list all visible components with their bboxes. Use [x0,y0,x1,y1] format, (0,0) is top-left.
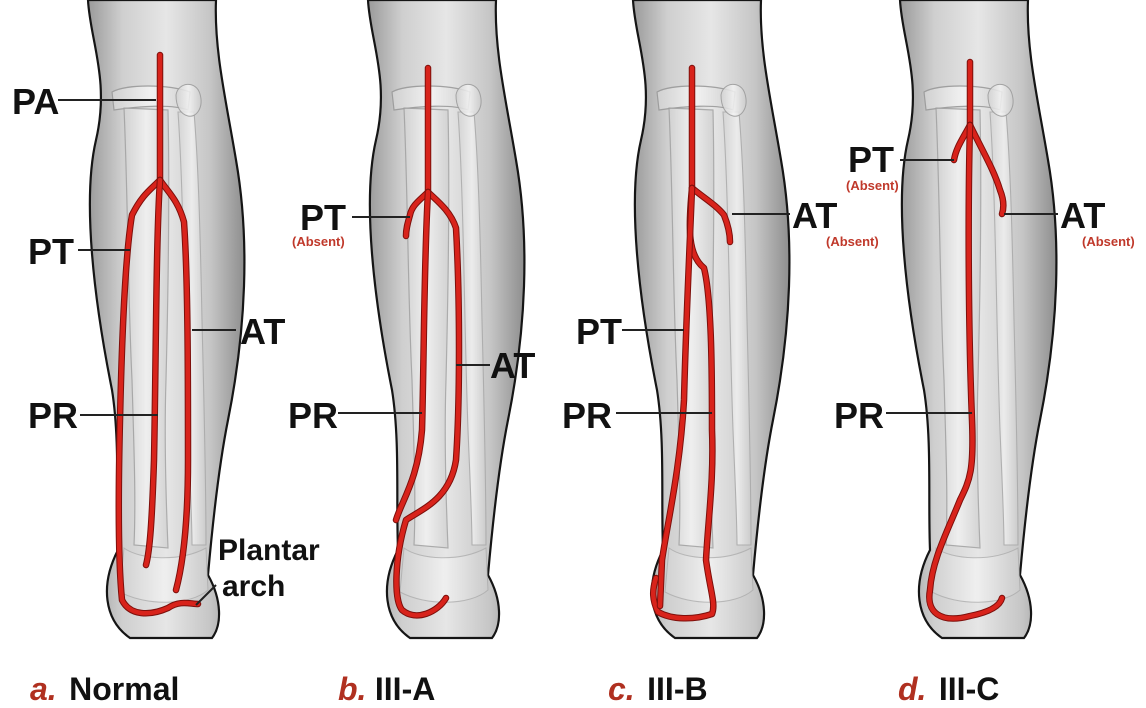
label-pr: PR [562,395,612,436]
caption-letter: d. [898,671,926,707]
caption-text: III-A [375,671,435,707]
label-at-absent: (Absent) [1082,234,1135,249]
label-at: AT [1060,195,1105,236]
caption-text: III-C [939,671,999,707]
caption-letter: b. [338,671,366,707]
label-pr: PR [834,395,884,436]
caption-d: d. III-C [898,671,999,707]
label-at: AT [792,195,837,236]
label-pt-absent: (Absent) [292,234,345,249]
panel-c-iii-b: AT (Absent) PT PR c. III-B [562,0,879,707]
label-at: AT [240,311,285,352]
panel-d-iii-c: PT (Absent) AT (Absent) PR d. III-C [834,0,1135,707]
label-at: AT [490,345,535,386]
label-pt: PT [848,139,894,180]
caption-text: III-B [647,671,707,707]
label-arch: arch [222,570,285,603]
label-pt-absent: (Absent) [846,178,899,193]
caption-b: b. III-A [338,671,435,707]
label-pt: PT [576,311,622,352]
label-pa: PA [12,81,59,122]
panel-a-normal: PA PT AT PR Plantar arch a. Normal [12,0,320,707]
label-at-absent: (Absent) [826,234,879,249]
caption-letter: c. [608,671,635,707]
panel-b-iii-a: PT (Absent) AT PR b. III-A [288,0,535,707]
caption-a: a. Normal [30,671,179,707]
label-pt: PT [28,231,74,272]
caption-c: c. III-B [608,671,708,707]
label-plantar: Plantar [218,534,320,567]
caption-text: Normal [69,671,179,707]
label-pr: PR [28,395,78,436]
label-pr: PR [288,395,338,436]
caption-letter: a. [30,671,57,707]
label-pt: PT [300,197,346,238]
